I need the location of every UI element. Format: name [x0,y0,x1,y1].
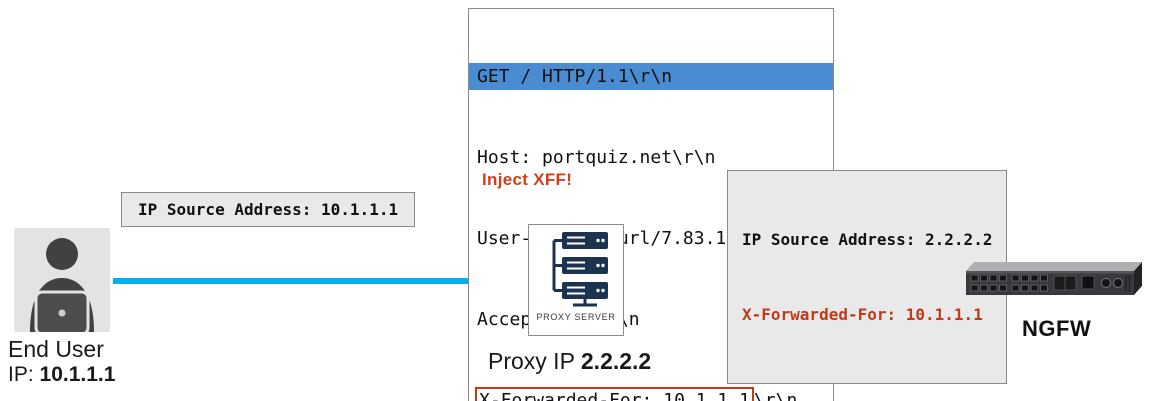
inject-xff-label: Inject XFF! [482,170,573,189]
end-user-icon [14,228,110,336]
ngfw-label: NGFW [1022,316,1092,341]
proxy-server-caption: PROXY SERVER [536,312,616,322]
packet-label-proxy-to-ngfw: IP Source Address: 2.2.2.2 X-Forwarded-F… [727,170,1008,384]
http-request-line-xff: X-Forwarded-For: 10.1.1.1\r\n [469,387,833,401]
firewall-appliance-icon [966,262,1142,295]
packet-ip-source-line: IP Source Address: 2.2.2.2 [742,230,993,249]
proxy-server-box: PROXY SERVER [528,224,624,336]
end-user-ip: IP: 10.1.1.1 [8,363,115,387]
packet-xff-line: X-Forwarded-For: 10.1.1.1 [742,305,983,324]
arrow-user-to-proxy [113,271,526,291]
packet-label-user-to-proxy: IP Source Address: 10.1.1.1 [121,192,416,227]
proxy-title-prefix: Proxy IP [488,348,581,374]
end-user-title: End User [8,336,104,362]
proxy-title: Proxy IP 2.2.2.2 [488,348,651,375]
proxy-ip-value: 2.2.2.2 [580,348,652,374]
end-user-ip-value: 10.1.1.1 [39,363,116,386]
end-user-ip-prefix: IP: [8,363,40,386]
proxy-server-icon [552,232,608,307]
person-laptop-icon [30,238,94,336]
ngfw-icon [966,258,1142,304]
xff-highlight-box: X-Forwarded-For: 10.1.1.1 [475,387,754,401]
http-request-line-get: GET / HTTP/1.1\r\n [469,63,833,90]
http-request-line-host: Host: portquiz.net\r\n [477,147,716,168]
xff-line-suffix: \r\n [753,390,798,401]
